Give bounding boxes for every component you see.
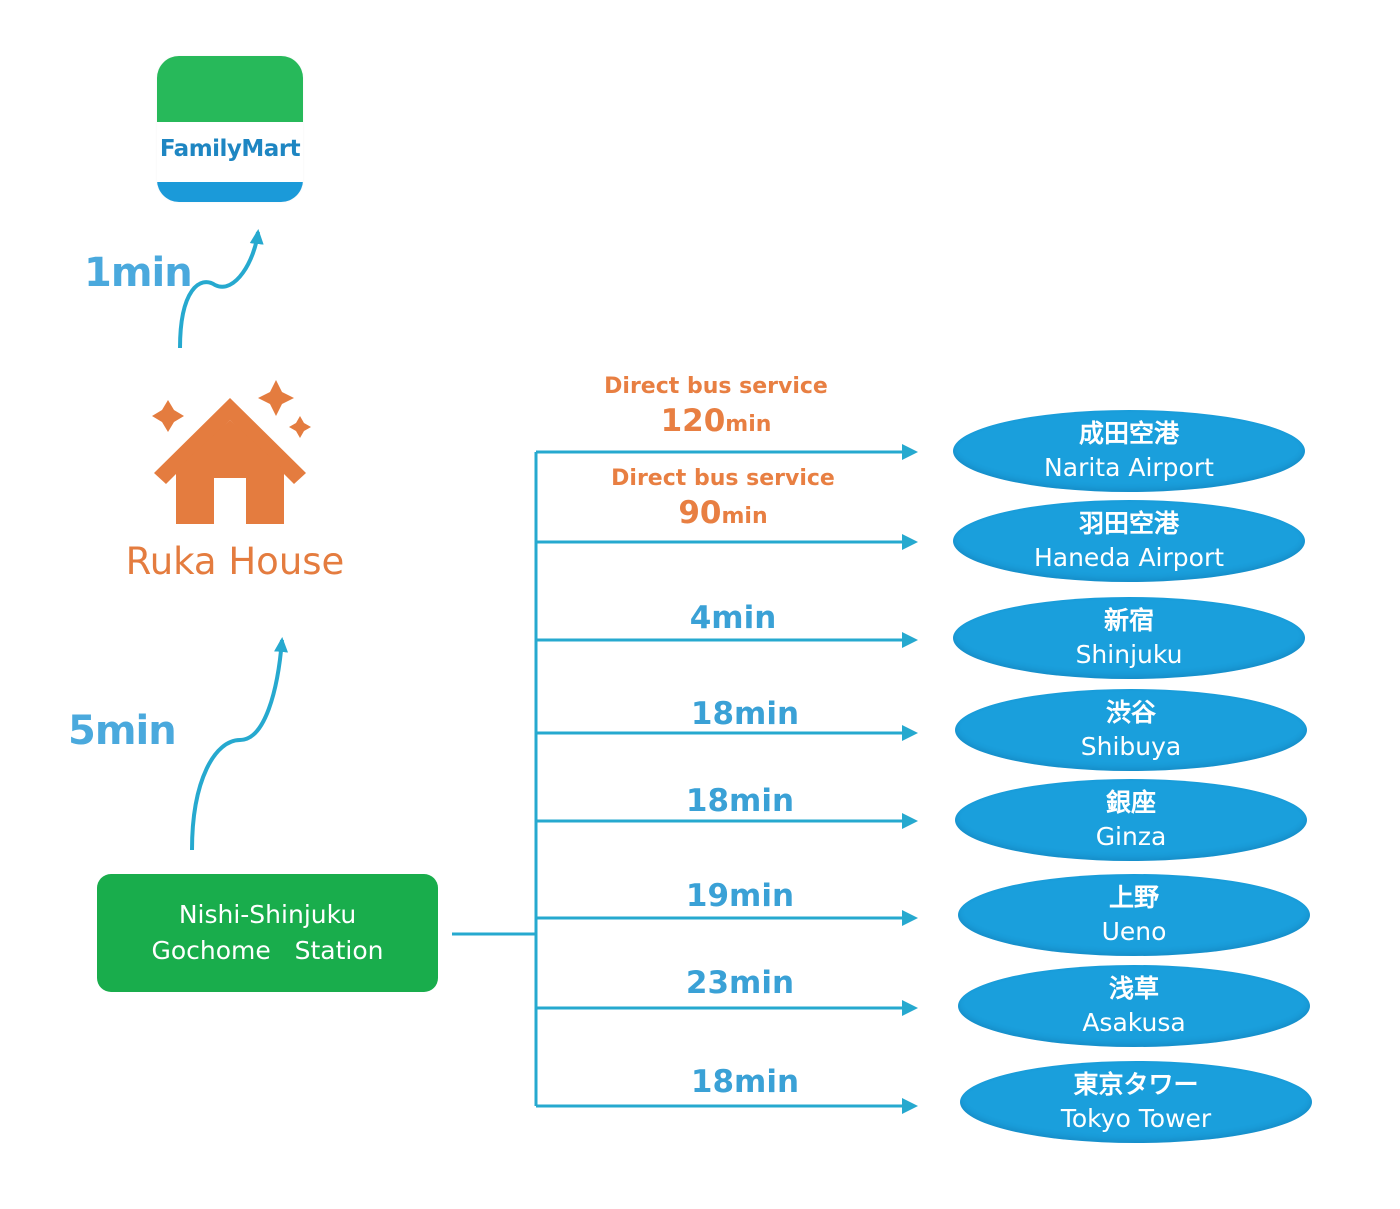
destination-haneda-airport: 羽田空港 Haneda Airport (953, 500, 1305, 582)
familymart-logo-blue-band (157, 182, 303, 202)
destination-name-jp: 上野 (1108, 883, 1159, 912)
route-label-narita: Direct bus service 120min (566, 372, 866, 444)
arrowhead-icon (902, 1000, 918, 1016)
arrowhead-icon (902, 444, 918, 460)
route-time-ginza: 18min (685, 783, 795, 819)
route-label-haneda: Direct bus service 90min (573, 464, 873, 536)
route-time-shinjuku: 4min (689, 600, 777, 636)
arrowhead-icon (902, 1098, 918, 1114)
route-time-number: 120 (660, 403, 726, 439)
destination-tokyo-tower: 東京タワー Tokyo Tower (960, 1061, 1312, 1143)
arrowhead-icon (902, 725, 918, 741)
walk-time-familymart: 1min (84, 250, 193, 296)
arrowhead-icon (902, 534, 918, 550)
destination-name-jp: 浅草 (1108, 974, 1159, 1003)
familymart-logo-green-band (157, 56, 303, 122)
destination-name-en: Tokyo Tower (1060, 1104, 1212, 1133)
house-icon (152, 380, 311, 524)
destination-asakusa: 浅草 Asakusa (958, 965, 1310, 1047)
destination-name-en: Shibuya (1080, 732, 1182, 761)
route-time-shibuya: 18min (690, 696, 800, 732)
route-time-unit: min (725, 412, 772, 437)
destination-shinjuku: 新宿 Shinjuku (953, 597, 1305, 679)
familymart-logo-text: FamilyMart (159, 136, 301, 162)
destination-name-jp: 新宿 (1103, 606, 1154, 635)
destination-name-jp: 東京タワー (1073, 1070, 1199, 1099)
route-time-tokyo-tower: 18min (690, 1064, 800, 1100)
destination-narita-airport: 成田空港 Narita Airport (953, 410, 1305, 492)
sparkle-icon (258, 380, 294, 416)
house-name: Ruka House (125, 540, 345, 583)
sparkle-icon (289, 416, 311, 438)
destination-name-jp: 羽田空港 (1078, 509, 1179, 538)
destination-ginza: 銀座 Ginza (955, 779, 1307, 861)
route-service-label: Direct bus service (611, 466, 835, 491)
destination-name-en: Shinjuku (1075, 640, 1183, 669)
destination-name-en: Ueno (1101, 917, 1167, 946)
station-name-line2: Gochome Station (151, 936, 384, 965)
route-time-asakusa: 23min (685, 965, 795, 1001)
route-time-unit: min (721, 504, 768, 529)
destination-name-jp: 成田空港 (1078, 419, 1179, 448)
route-time-ueno: 19min (685, 878, 795, 914)
arrowhead-icon (902, 632, 918, 648)
destination-name-en: Asakusa (1082, 1008, 1186, 1037)
destination-shibuya: 渋谷 Shibuya (955, 689, 1307, 771)
arrowhead-icon (902, 813, 918, 829)
destination-name-jp: 銀座 (1105, 788, 1156, 817)
familymart-logo: FamilyMart (157, 56, 303, 202)
walk-arrow-house (190, 637, 289, 851)
destination-name-jp: 渋谷 (1105, 698, 1156, 727)
destination-name-en: Ginza (1095, 822, 1167, 851)
destination-ueno: 上野 Ueno (958, 874, 1310, 956)
route-service-label: Direct bus service (604, 374, 828, 399)
station-name-line1: Nishi-Shinjuku (178, 900, 357, 929)
destination-name-en: Haneda Airport (1033, 543, 1225, 572)
sparkle-icon (152, 400, 184, 432)
route-time-number: 90 (678, 495, 722, 531)
walk-time-house: 5min (68, 708, 177, 754)
destination-name-en: Narita Airport (1044, 453, 1214, 482)
station-box: Nishi-Shinjuku Gochome Station (97, 874, 438, 992)
walk-arrow-familymart (178, 229, 264, 349)
arrowhead-icon (902, 910, 918, 926)
